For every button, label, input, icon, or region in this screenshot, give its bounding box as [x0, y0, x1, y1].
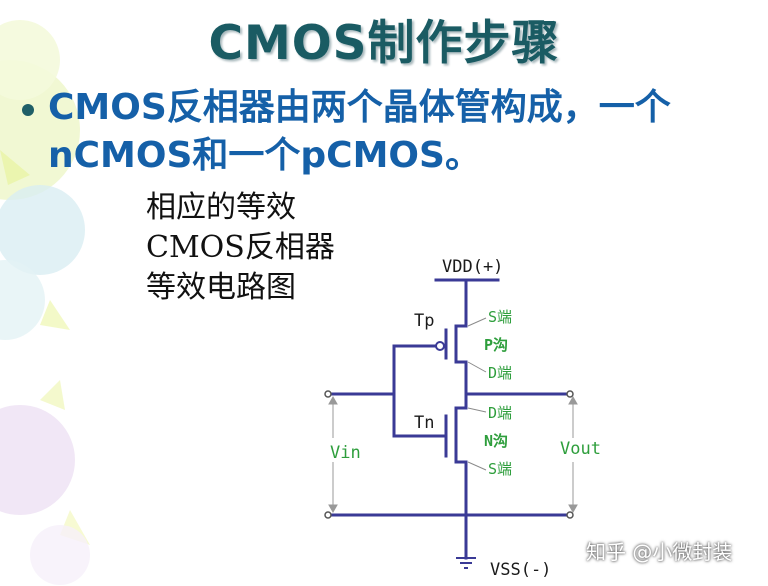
caption-line-1: 相应的等效 [146, 190, 296, 225]
ground-icon [456, 557, 476, 569]
tp-source-label: S端 [488, 308, 512, 326]
tp-channel-label: P沟 [484, 336, 508, 354]
vout-terminal-bottom [566, 511, 574, 519]
caption-line-3: 等效电路图 [146, 270, 296, 305]
tn-label: Tn [414, 413, 434, 433]
tp-gate-bubble [435, 341, 445, 351]
tn-source-leader [467, 461, 487, 471]
tn-source-label: S端 [488, 460, 512, 478]
vin-terminal-top [324, 390, 332, 398]
bullet-line-2: nCMOS和一个pCMOS。 [48, 135, 481, 176]
tn-drain-leader [467, 407, 487, 413]
tp-drain-leader [467, 361, 487, 373]
bullet-line-1: CMOS反相器由两个晶体管构成，一个 [48, 87, 671, 128]
watermark: 知乎 @小微封装 [586, 540, 733, 564]
vdd-label: VDD(+) [442, 257, 503, 277]
bullet-text: CMOS反相器由两个晶体管构成，一个 nCMOS和一个pCMOS。 [48, 84, 748, 180]
vout-label: Vout [560, 439, 601, 459]
circuit-caption: 相应的等效 CMOS反相器 等效电路图 [146, 188, 335, 308]
tp-drain-label: D端 [488, 364, 512, 382]
vss-label: VSS(-) [490, 560, 551, 580]
tp-label: Tp [414, 311, 434, 331]
bullet-dot [22, 104, 34, 116]
vout-terminal-top [566, 390, 574, 398]
vin-label: Vin [330, 443, 361, 463]
tn-drain-label: D端 [488, 404, 512, 422]
tp-source-leader [467, 317, 487, 327]
slide-title: CMOS制作步骤 [208, 16, 560, 71]
caption-line-2: CMOS反相器 [146, 230, 335, 265]
tn-channel-label: N沟 [484, 432, 508, 450]
vin-terminal-bottom [324, 511, 332, 519]
